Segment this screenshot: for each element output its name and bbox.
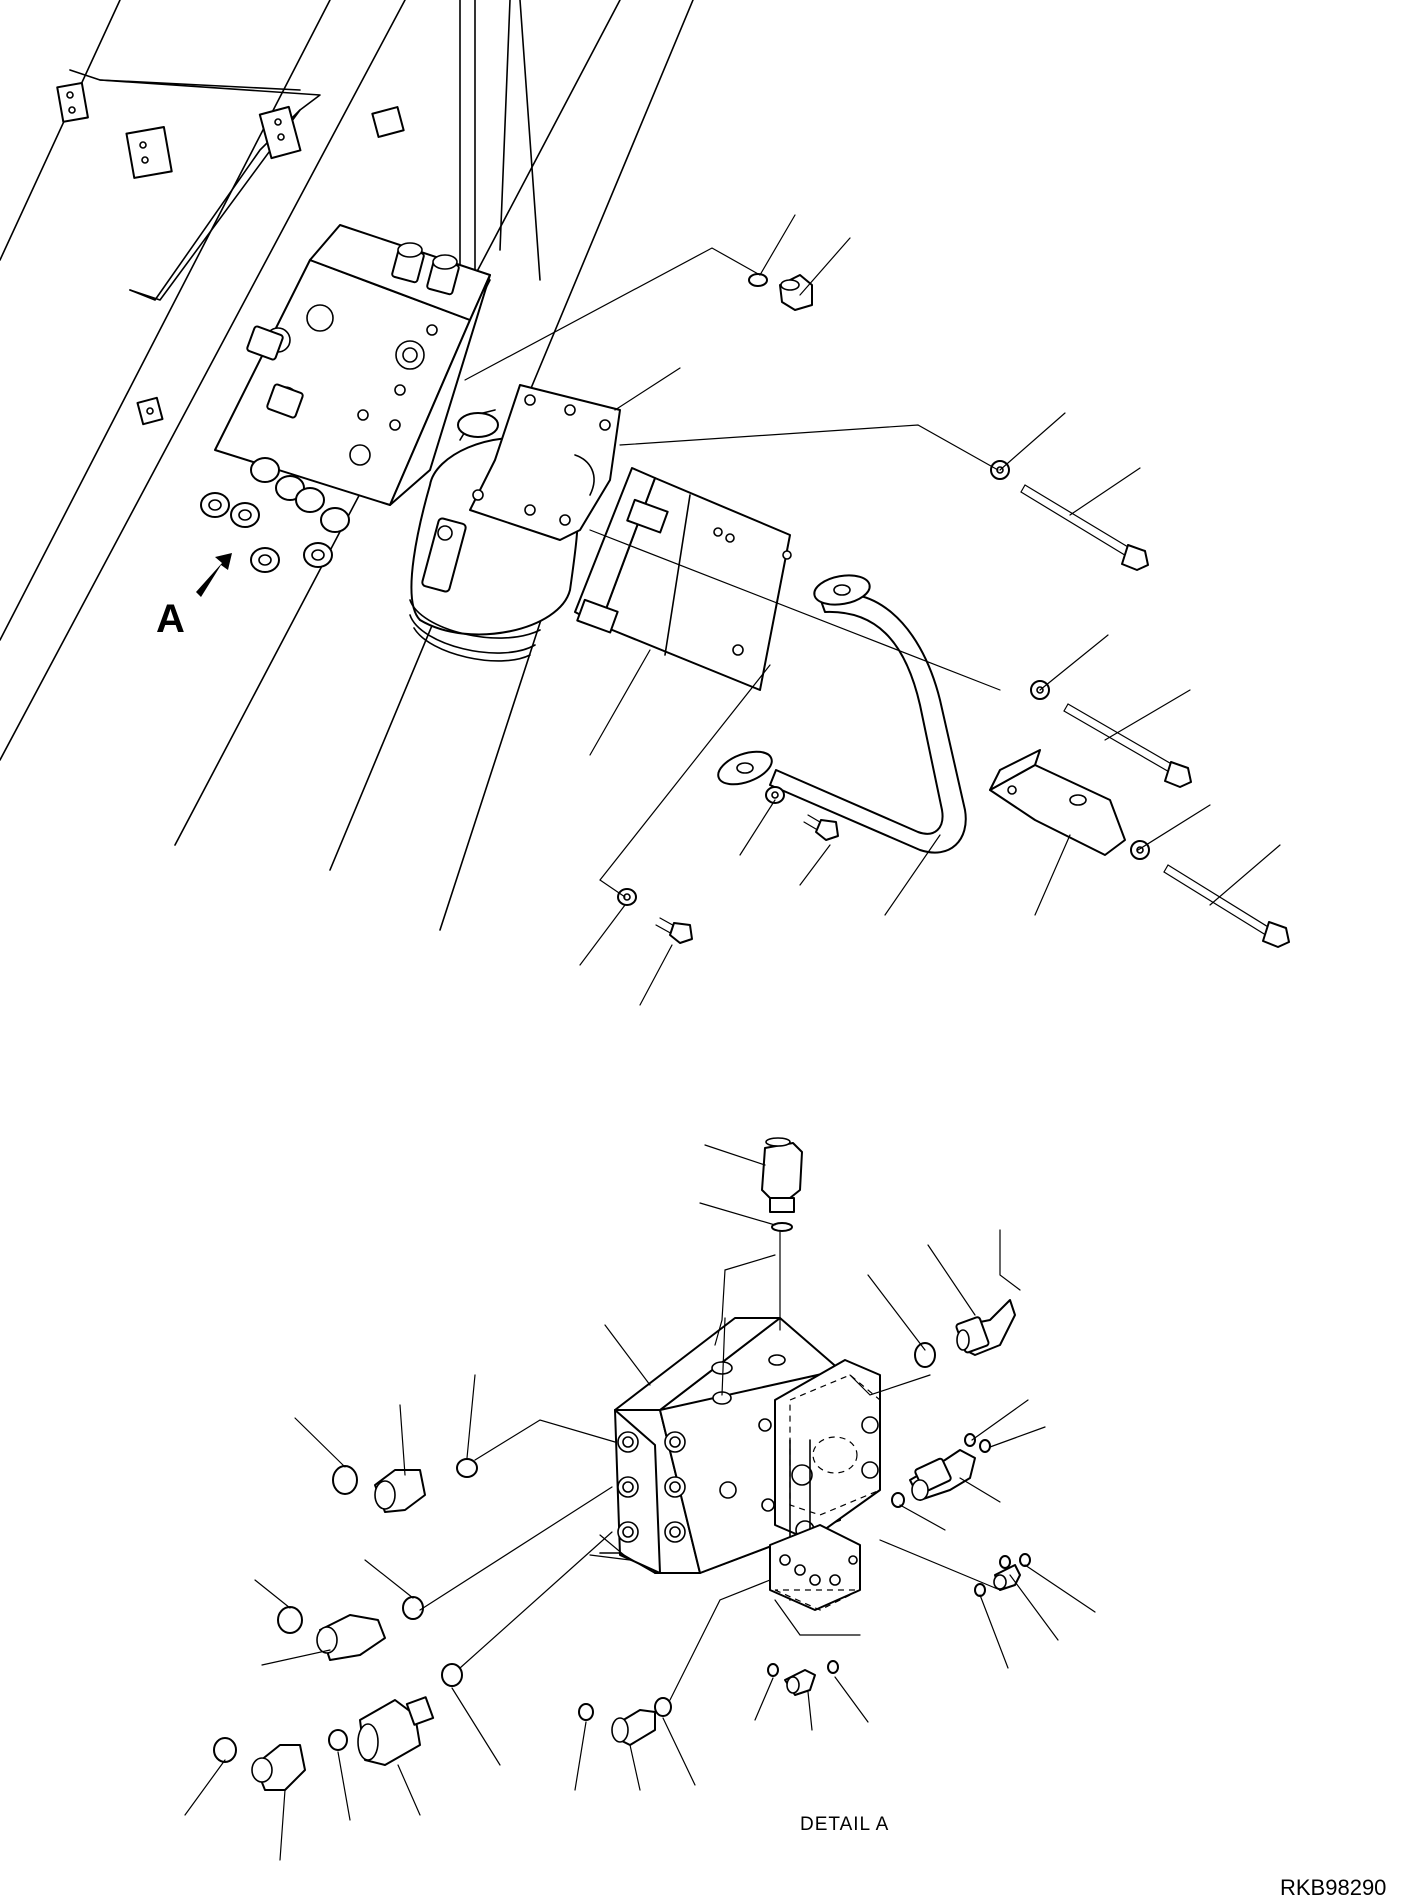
left-elbow-top (332, 1458, 478, 1513)
frame-brackets (56, 82, 405, 426)
bottom-elbow (578, 1697, 672, 1746)
valve-block (200, 224, 491, 573)
detail-a: DETAIL A (184, 1137, 1096, 1861)
top-fitting (714, 1137, 803, 1396)
bottom-fittings (200, 457, 350, 573)
bolt-set-2 (1030, 680, 1192, 788)
view-label-a: A (156, 597, 185, 641)
right-elbow-top (914, 1299, 1016, 1368)
left-coupling (213, 1663, 463, 1791)
bracket-box (574, 467, 792, 691)
detail-small-block (769, 1524, 861, 1611)
right-elbow-mid (891, 1433, 991, 1508)
plug-set (748, 273, 813, 311)
clamp-block (989, 749, 1126, 856)
pipe (717, 574, 967, 854)
detail-label: DETAIL A (800, 1814, 889, 1835)
left-elbow-mid (277, 1596, 424, 1661)
bottom-small-fitting (767, 1660, 839, 1696)
right-straight-fitting (974, 1553, 1031, 1597)
bolt-set-1 (990, 460, 1149, 571)
leader-lines-upper (464, 214, 1281, 1006)
drawing-code: RKB98290 (1280, 1875, 1386, 1900)
bolt-set-5 (617, 888, 693, 944)
view-arrow-a: A (156, 553, 232, 641)
mounting-plate (469, 384, 621, 541)
upper-assembly: A (0, 0, 1290, 1006)
bolt-set-4 (765, 786, 839, 841)
leader-lines-detail (184, 1144, 1096, 1861)
